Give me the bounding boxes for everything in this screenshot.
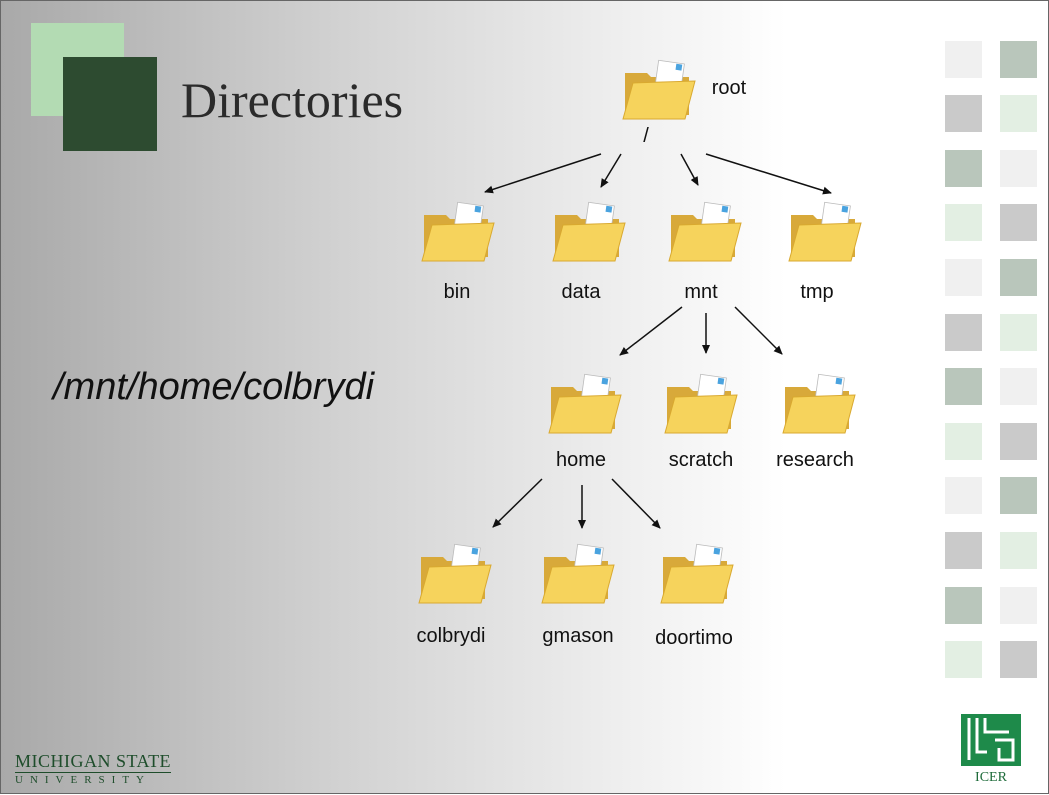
grid-square: [1000, 587, 1037, 624]
grid-square: [945, 368, 982, 405]
folder-label-data: data: [561, 281, 601, 303]
grid-square: [945, 41, 982, 78]
arrow-mnt-home: [619, 306, 683, 356]
grid-square: [1000, 150, 1037, 187]
grid-square: [1000, 477, 1037, 514]
title-square-dark: [63, 57, 157, 151]
folder-label-bin: bin: [443, 281, 471, 303]
folder-icon-doortimo[interactable]: [657, 543, 737, 607]
arrow-root-bin: [484, 153, 602, 194]
arrow-home-doortimo: [611, 478, 661, 529]
grid-square: [945, 641, 982, 678]
grid-square: [1000, 532, 1037, 569]
grid-square: [945, 95, 982, 132]
folder-icon-tmp[interactable]: [785, 201, 865, 265]
grid-square: [1000, 41, 1037, 78]
arrow-home-colbrydi: [492, 478, 543, 528]
path-example: /mnt/home/colbrydi: [53, 366, 375, 408]
grid-square: [1000, 259, 1037, 296]
folder-icon-bin[interactable]: [418, 201, 498, 265]
folder-icon-research[interactable]: [779, 373, 859, 437]
arrow-mnt-research: [734, 306, 783, 355]
grid-square: [1000, 204, 1037, 241]
folder-label-research: research: [776, 449, 854, 471]
grid-square: [945, 150, 982, 187]
grid-square: [945, 423, 982, 460]
grid-square: [945, 204, 982, 241]
folder-label-scratch: scratch: [668, 449, 734, 471]
arrow-root-mnt: [680, 153, 699, 186]
icer-logo-icon: [961, 714, 1021, 766]
arrow-root-data: [600, 153, 622, 188]
slide-title: Directories: [181, 72, 404, 128]
folder-label-home: home: [555, 449, 607, 471]
icer-logo-text: ICER: [975, 770, 1007, 785]
arrow-root-tmp: [705, 153, 832, 195]
folder-icon-mnt[interactable]: [665, 201, 745, 265]
folder-label-root-slash: /: [643, 125, 649, 147]
grid-square: [945, 532, 982, 569]
folder-icon-colbrydi[interactable]: [415, 543, 495, 607]
grid-square: [945, 259, 982, 296]
folder-icon-gmason[interactable]: [538, 543, 618, 607]
msu-logo: MICHIGAN STATE UNIVERSITY: [15, 751, 172, 786]
grid-square: [1000, 314, 1037, 351]
grid-square: [1000, 641, 1037, 678]
folder-icon-root[interactable]: [619, 59, 699, 123]
folder-icon-data[interactable]: [549, 201, 629, 265]
folder-label-colbrydi: colbrydi: [416, 625, 486, 647]
folder-icon-scratch[interactable]: [661, 373, 741, 437]
grid-square: [945, 477, 982, 514]
grid-square: [1000, 95, 1037, 132]
grid-square: [945, 314, 982, 351]
msu-logo-line1: MICHIGAN STATE: [15, 751, 172, 773]
folder-label-mnt: mnt: [684, 281, 718, 303]
grid-square: [1000, 423, 1037, 460]
folder-label-doortimo: doortimo: [655, 627, 733, 649]
grid-square: [1000, 368, 1037, 405]
folder-icon-home[interactable]: [545, 373, 625, 437]
folder-label-tmp: tmp: [800, 281, 834, 303]
msu-logo-line2: UNIVERSITY: [15, 774, 151, 786]
folder-label-gmason: gmason: [542, 625, 614, 647]
grid-square: [945, 587, 982, 624]
folder-label-root: root: [711, 77, 747, 99]
